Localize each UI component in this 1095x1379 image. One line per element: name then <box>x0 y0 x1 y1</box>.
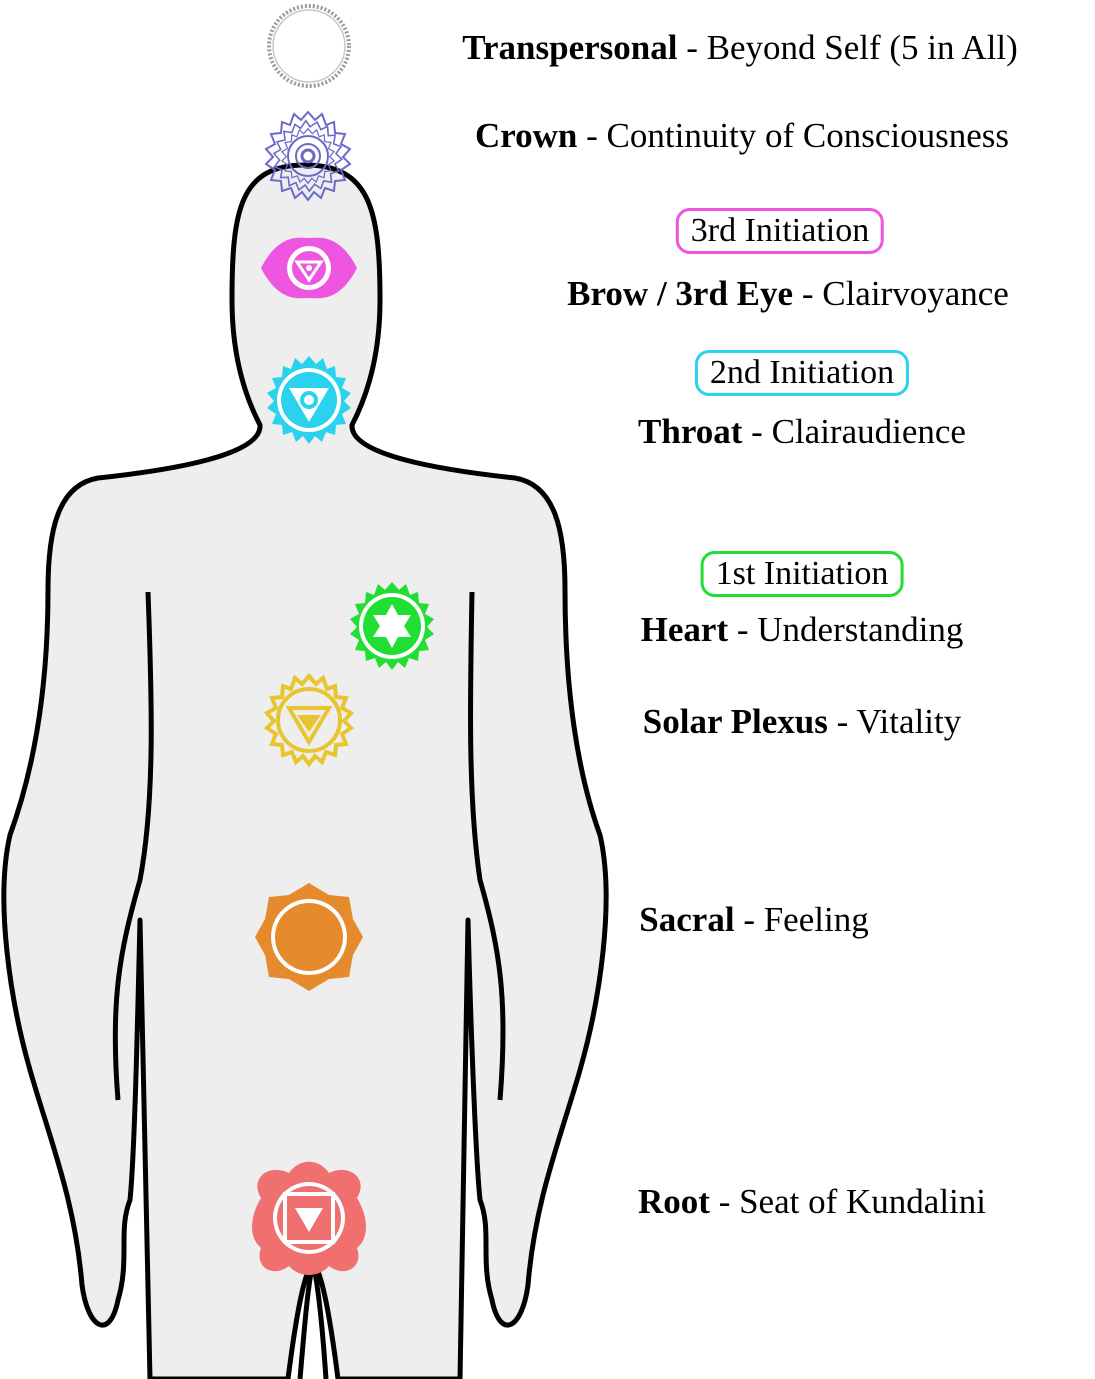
throat-label: Throat - Clairaudience <box>638 412 966 452</box>
third-initiation-badge: 3rd Initiation <box>676 208 884 254</box>
root-square-icon <box>252 1162 366 1275</box>
sacral-label: Sacral - Feeling <box>639 900 868 940</box>
solar-plexus-label: Solar Plexus - Vitality <box>643 702 961 742</box>
crown-label: Crown - Continuity of Consciousness <box>475 116 1009 156</box>
transpersonal-ring-icon <box>269 6 349 86</box>
sacral-moon-icon <box>255 883 363 991</box>
brow-label: Brow / 3rd Eye - Clairvoyance <box>567 274 1009 314</box>
heart-label: Heart - Understanding <box>641 610 964 650</box>
second-initiation-badge: 2nd Initiation <box>695 350 909 396</box>
transpersonal-label: Transpersonal - Beyond Self (5 in All) <box>462 28 1017 68</box>
root-label: Root - Seat of Kundalini <box>638 1182 986 1222</box>
first-initiation-badge: 1st Initiation <box>701 551 904 597</box>
